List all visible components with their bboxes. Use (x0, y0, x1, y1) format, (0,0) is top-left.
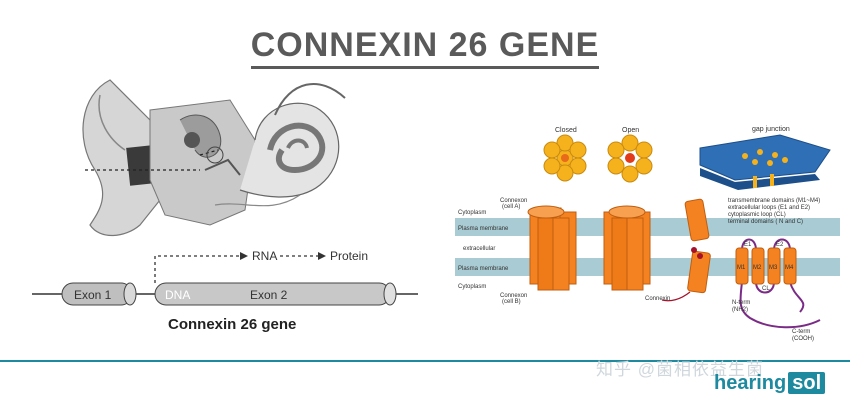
legend-item-4: terminal domains ( N and C) (728, 219, 803, 225)
gene-caption: Connexin 26 gene (168, 316, 297, 333)
c-term-label: C-term (792, 329, 810, 335)
open-label: Open (622, 127, 639, 134)
closed-label: Closed (555, 127, 577, 134)
legend-item-1: transmembrane domains (M1~M4) (728, 198, 820, 204)
watermark-text: 知乎 @菌相依益生菌 (596, 360, 764, 379)
connexin-topology (735, 238, 821, 329)
n-term-label: N-term (732, 300, 750, 306)
brand-main-text: hearing (714, 372, 787, 394)
connexon-a-cell-label: (cell A) (502, 204, 520, 210)
m2-segment (751, 247, 765, 285)
page-title: CONNEXIN 26 GENE (0, 26, 850, 69)
connexon-closed (527, 205, 577, 291)
plasma-membrane-bottom-label: Plasma membrane (458, 266, 509, 272)
connexon-b-label: Connexon (500, 293, 527, 299)
m1-segment (735, 247, 749, 285)
e2-label: E2 (776, 242, 784, 248)
legend-item-3: cytoplasmic loop (CL) (728, 212, 786, 218)
transcription-arrow (154, 255, 240, 283)
connexin-label: Connexin (645, 296, 670, 302)
connexon-b-cell-label: (cell B) (502, 299, 521, 305)
cl-label: CL (762, 286, 770, 292)
extracellular-label: extracellular (463, 246, 495, 252)
footer-divider (0, 360, 850, 362)
connexin-subunits (661, 198, 711, 302)
n-term-sub-label: (NH2) (732, 307, 748, 313)
title-text: CONNEXIN 26 GENE (250, 26, 600, 69)
connexon-open (603, 205, 651, 291)
ear-anatomy-illustration (82, 79, 346, 237)
legend-item-2: extracellular loops (E1 and E2) (728, 205, 810, 211)
m3-label: M3 (769, 265, 778, 271)
gap-junction-illustration (699, 134, 831, 190)
open-hexamer (607, 134, 653, 183)
dna-label: DNA (165, 288, 190, 302)
cytoplasm-bottom-label: Cytoplasm (458, 284, 486, 290)
rna-label: RNA (252, 249, 277, 263)
gap-junction-label: gap junction (752, 126, 790, 133)
connexon-a-label: Connexon (500, 198, 527, 204)
e1-label: E1 (744, 242, 752, 248)
brand-box-text: sol (788, 372, 826, 394)
m1-label: M1 (737, 265, 746, 271)
protein-label: Protein (330, 249, 368, 263)
exon2-label: Exon 2 (250, 288, 288, 302)
m4-segment (783, 247, 797, 285)
c-term-sub-label: (COOH) (792, 336, 814, 342)
m4-label: M4 (785, 265, 794, 271)
cytoplasm-top-label: Cytoplasm (458, 210, 486, 216)
closed-hexamer (543, 134, 587, 182)
plasma-membrane-top-label: Plasma membrane (458, 226, 509, 232)
m3-segment (767, 247, 781, 285)
exon1-label: Exon 1 (74, 288, 112, 302)
m2-label: M2 (753, 265, 762, 271)
gene-diagram: Exon 1 DNA Exon 2 RNA Protein (32, 249, 418, 306)
connexin-channel-diagram: Closed Open gap junction transmembrane d… (455, 126, 840, 342)
